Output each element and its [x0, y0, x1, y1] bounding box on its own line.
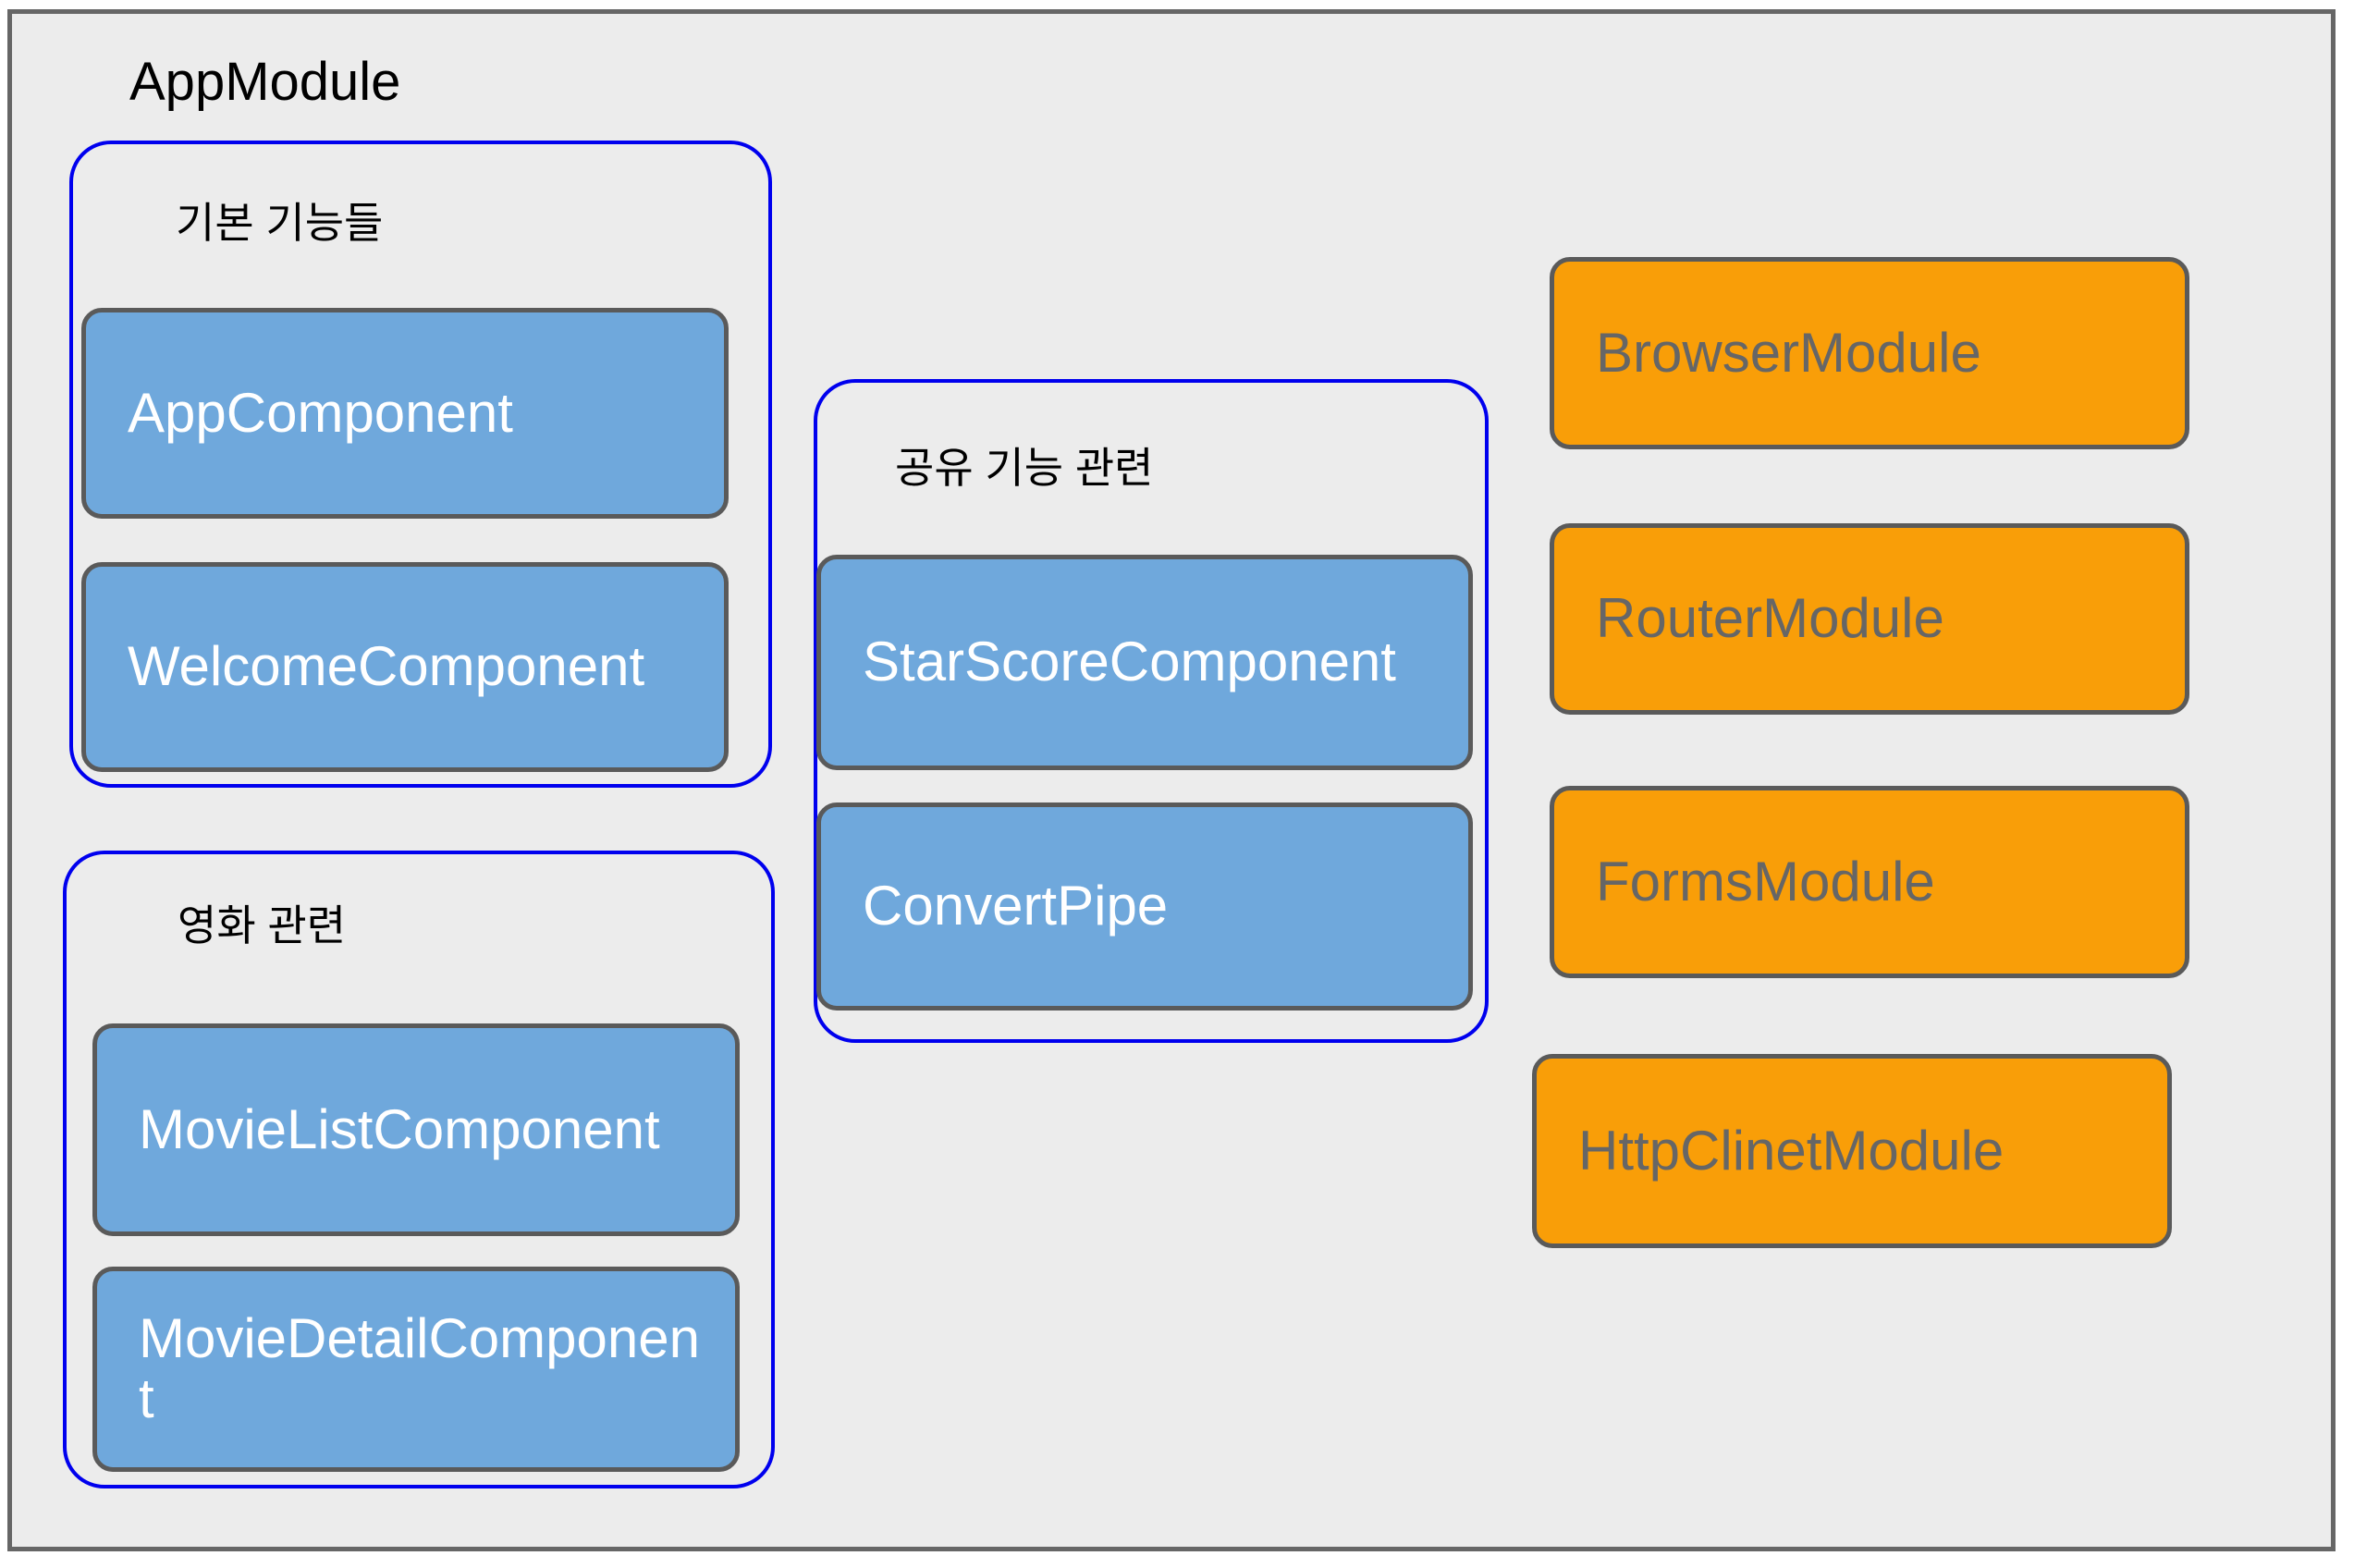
group-label-basic-features: 기본 기능들 — [176, 199, 384, 247]
node-convert-pipe[interactable]: ConvertPipe — [816, 802, 1473, 1011]
node-movie-detail-component[interactable]: MovieDetailComponent — [92, 1267, 740, 1472]
app-module-title: AppModule — [129, 52, 401, 112]
node-label: MovieListComponent — [139, 1097, 660, 1160]
group-label-movie-features: 영화 관련 — [178, 901, 347, 949]
node-star-score-component[interactable]: StarScoreComponent — [816, 555, 1473, 770]
node-http-clinet-module[interactable]: HttpClinetModule — [1532, 1054, 2172, 1248]
node-label: RouterModule — [1596, 587, 1944, 650]
node-label: WelcomeComponent — [128, 635, 645, 698]
group-basic-features — [69, 141, 772, 788]
node-label: MovieDetailComponent — [139, 1307, 700, 1429]
node-app-component[interactable]: AppComponent — [81, 308, 729, 519]
node-label: BrowserModule — [1596, 321, 1981, 384]
node-label: ConvertPipe — [863, 875, 1169, 937]
node-label: AppComponent — [128, 381, 513, 444]
node-welcome-component[interactable]: WelcomeComponent — [81, 562, 729, 772]
node-label: FormsModule — [1596, 850, 1935, 913]
group-movie-features — [63, 851, 775, 1488]
node-browser-module[interactable]: BrowserModule — [1550, 257, 2189, 449]
group-label-shared-features: 공유 기능 관련 — [895, 444, 1154, 492]
node-movie-list-component[interactable]: MovieListComponent — [92, 1023, 740, 1236]
group-shared-features — [814, 379, 1489, 1043]
node-router-module[interactable]: RouterModule — [1550, 523, 2189, 715]
node-forms-module[interactable]: FormsModule — [1550, 786, 2189, 978]
node-label: StarScoreComponent — [863, 631, 1396, 693]
node-label: HttpClinetModule — [1578, 1119, 2005, 1182]
